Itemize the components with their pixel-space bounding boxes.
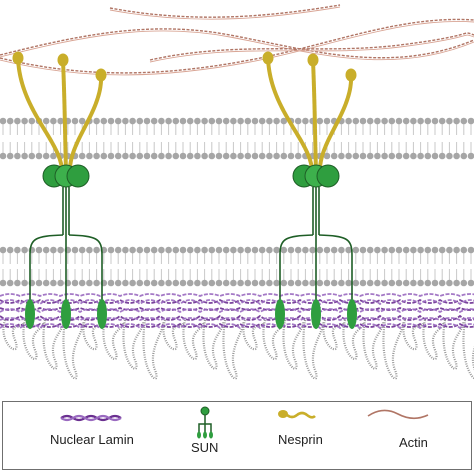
chromatin-loop xyxy=(82,319,105,351)
actin-filament xyxy=(0,28,474,59)
chromatin-loop xyxy=(22,319,45,361)
sun-head xyxy=(66,164,90,188)
lamin-filament xyxy=(0,293,474,297)
actin-icon xyxy=(367,409,429,420)
legend-label-actin: Actin xyxy=(399,435,428,450)
lamin-filament xyxy=(0,307,474,311)
chromatin-loop xyxy=(202,319,225,370)
sun-nucleoplasmic-domain xyxy=(275,299,285,329)
actin-filament xyxy=(109,4,341,18)
chromatin-loop xyxy=(422,319,445,361)
nuclear-lamina xyxy=(0,293,474,330)
chromatin-loop xyxy=(102,319,125,361)
inner-nuclear-membrane xyxy=(0,246,474,287)
chromatin-loop xyxy=(302,319,325,380)
chromatin-loop xyxy=(462,319,474,380)
sun-nucleoplasmic-domain xyxy=(61,299,71,329)
linc-complex-right xyxy=(262,51,357,329)
lamin-filament xyxy=(0,298,474,304)
linc-complex-left xyxy=(12,51,107,329)
sun-nucleoplasmic-domain xyxy=(347,299,357,329)
lamin-filament xyxy=(0,299,474,306)
chromatin-loop xyxy=(402,319,425,351)
chromatin-loop xyxy=(2,319,25,351)
lamin-filament xyxy=(0,308,474,314)
actin-filament xyxy=(149,32,474,61)
legend-label-nuclear-lamin: Nuclear Lamin xyxy=(50,432,134,447)
sun-nucleoplasmic-domain xyxy=(311,299,321,329)
chromatin-loop xyxy=(362,319,385,370)
chromatin-loop xyxy=(382,319,405,380)
nesprin-arm xyxy=(68,73,104,172)
chromatin-loop xyxy=(262,319,285,361)
nesprin-kash-head xyxy=(57,53,69,67)
nuclear-lamin-icon xyxy=(60,414,122,422)
nesprin-kash-head xyxy=(262,51,274,65)
nesprin-kash-head xyxy=(345,68,357,82)
sun-head xyxy=(316,164,340,188)
nesprin-kash-head xyxy=(95,68,107,82)
nesprin-kash-head xyxy=(307,53,319,67)
sun-protein-icon xyxy=(197,406,213,439)
lamin-filament xyxy=(0,322,474,328)
lamin-filament xyxy=(0,323,474,330)
nesprin-arm xyxy=(16,56,64,172)
chromatin-loop xyxy=(122,319,145,370)
chromatin-loop xyxy=(162,319,185,351)
chromatin-loop xyxy=(342,319,365,361)
chromatin-loop xyxy=(62,319,85,380)
chromatin-loop xyxy=(282,319,305,370)
lamin-filament xyxy=(0,314,474,321)
nesprin-icon xyxy=(278,410,316,419)
nesprin-arm xyxy=(266,56,314,172)
chromatin-loop xyxy=(42,319,65,370)
nesprin-arm xyxy=(318,73,354,172)
chromatin-loop xyxy=(322,319,345,351)
nesprin-arm xyxy=(61,58,68,172)
legend: Nuclear Lamin SUN Nesprin Actin xyxy=(2,401,472,470)
legend-label-nesprin: Nesprin xyxy=(278,432,323,447)
chromatin-loop xyxy=(242,319,265,351)
chromatin-loop xyxy=(142,319,165,380)
actin-filament xyxy=(0,18,474,74)
chromatin-loop xyxy=(182,319,205,361)
nesprin-arm xyxy=(311,58,318,172)
actin-filaments xyxy=(0,4,474,76)
sun-nucleoplasmic-domain xyxy=(25,299,35,329)
nesprin-kash-head xyxy=(12,51,24,65)
lamin-filament xyxy=(0,317,474,321)
sun-nucleoplasmic-domain xyxy=(97,299,107,329)
chromatin-loop xyxy=(222,319,245,380)
chromatin xyxy=(2,319,474,380)
chromatin-loop xyxy=(442,319,465,370)
legend-label-sun: SUN xyxy=(191,440,219,455)
